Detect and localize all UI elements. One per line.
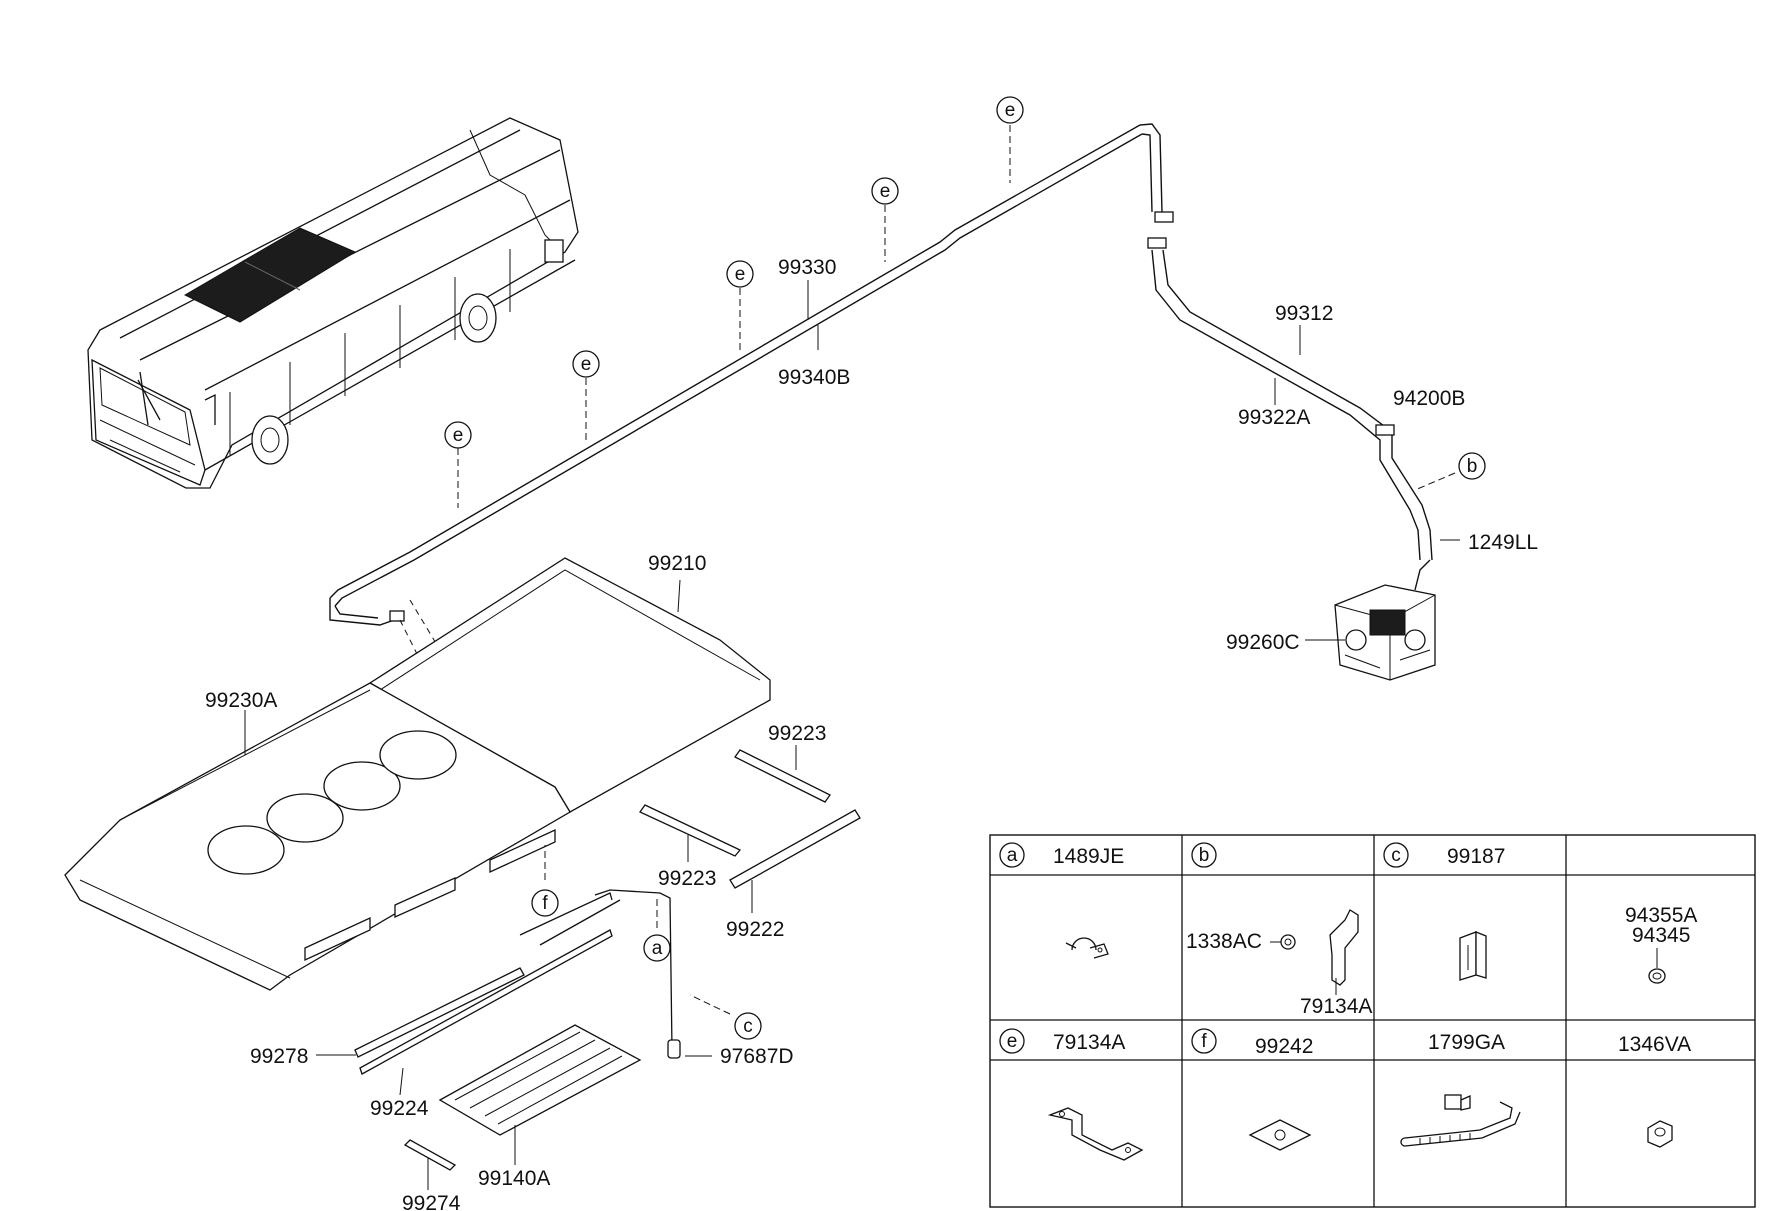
- legend-table: a 1489JE b c 99187 e 79134A f 99242 1799…: [989, 834, 1756, 1208]
- legend-f-code: 99242: [1255, 1035, 1313, 1058]
- clip-1489JE-icon: [1065, 937, 1109, 959]
- bolt-1338AC-icon: [1280, 934, 1296, 950]
- label-99274: 99274: [402, 1192, 461, 1211]
- callout-e-5-letter: e: [1005, 100, 1016, 121]
- label-99140A: 99140A: [478, 1167, 550, 1190]
- legend-a-code: 1489JE: [1053, 845, 1124, 868]
- legend-b-letter: b: [1199, 845, 1210, 866]
- label-97687D: 97687D: [720, 1045, 794, 1068]
- label-99222: 99222: [726, 918, 784, 941]
- legend-c-letter: c: [1391, 845, 1401, 866]
- legend-c-circle: [1383, 842, 1409, 868]
- label-1249LL: 1249LL: [1468, 531, 1538, 554]
- legend-d-line2: 94345: [1632, 924, 1690, 947]
- legend-a-circle: [999, 842, 1025, 868]
- legend-b-bolt-code: 1338AC: [1186, 930, 1262, 953]
- callout-e-4-letter: e: [880, 181, 891, 202]
- label-99223-lower: 99223: [658, 867, 716, 890]
- callout-a: [643, 934, 671, 962]
- refrigerant-pipes: [329, 123, 1433, 661]
- legend-f-circle: [1191, 1028, 1217, 1054]
- label-99312: 99312: [1275, 302, 1333, 325]
- callout-b-letter: b: [1467, 456, 1478, 477]
- part-labels: 99330 99340B 99312 99322A 94200B 1249LL …: [205, 256, 1538, 1211]
- callout-e-2: [572, 350, 600, 378]
- label-99330: 99330: [778, 256, 836, 279]
- roof-covers: [64, 557, 771, 991]
- bracket-79134A-e-icon: [1047, 1107, 1144, 1161]
- bracket-79134A-icon: [1329, 909, 1359, 986]
- callout-circles: e e e e e f a b c: [444, 96, 1486, 1040]
- blower-unit-99260C: [1334, 559, 1436, 681]
- callout-e-3: [726, 260, 754, 288]
- callout-c-letter: c: [743, 1016, 753, 1037]
- legend-c-code: 99187: [1447, 845, 1505, 868]
- leader-lines: [244, 125, 1460, 1190]
- label-94200B: 94200B: [1393, 387, 1465, 410]
- legend-1346VA-code: 1346VA: [1618, 1033, 1691, 1056]
- legend-e-letter: e: [1007, 1031, 1018, 1052]
- washer-94345-icon: [1648, 968, 1666, 984]
- label-99210: 99210: [648, 552, 706, 575]
- plate-99242-icon: [1248, 1119, 1312, 1151]
- callout-f: [531, 889, 559, 917]
- retainer-99187-icon: [1459, 931, 1487, 981]
- callout-e-5: [996, 96, 1024, 124]
- label-99224: 99224: [370, 1097, 429, 1120]
- label-99230A: 99230A: [205, 689, 277, 712]
- legend-a-letter: a: [1007, 845, 1018, 866]
- legend-b-bracket-code: 79134A: [1300, 995, 1372, 1018]
- legend-e-circle: [999, 1028, 1025, 1054]
- callout-b: [1458, 452, 1486, 480]
- callout-e-4: [871, 177, 899, 205]
- legend-d-line1: 94355A: [1625, 904, 1697, 927]
- callout-e-1: [444, 421, 472, 449]
- label-99278: 99278: [250, 1045, 308, 1068]
- nut-1346VA-icon: [1647, 1120, 1673, 1148]
- callout-e-3-letter: e: [735, 264, 746, 285]
- label-99340B: 99340B: [778, 366, 850, 389]
- callout-f-letter: f: [542, 893, 548, 914]
- label-99223-upper: 99223: [768, 722, 826, 745]
- callout-e-2-letter: e: [581, 354, 592, 375]
- legend-e-code: 79134A: [1053, 1031, 1125, 1054]
- label-99260C: 99260C: [1226, 631, 1300, 654]
- callout-e-1-letter: e: [453, 425, 464, 446]
- callout-c: [734, 1012, 762, 1040]
- label-99322A: 99322A: [1238, 406, 1310, 429]
- legend-b-circle: [1191, 842, 1217, 868]
- cable-tie-1799GA-icon: [1400, 1094, 1521, 1147]
- legend-1799GA-code: 1799GA: [1428, 1031, 1505, 1054]
- legend-f-letter: f: [1201, 1031, 1207, 1052]
- strips-and-brackets: [354, 749, 861, 1171]
- callout-a-letter: a: [652, 938, 663, 959]
- bus-illustration: [87, 117, 579, 489]
